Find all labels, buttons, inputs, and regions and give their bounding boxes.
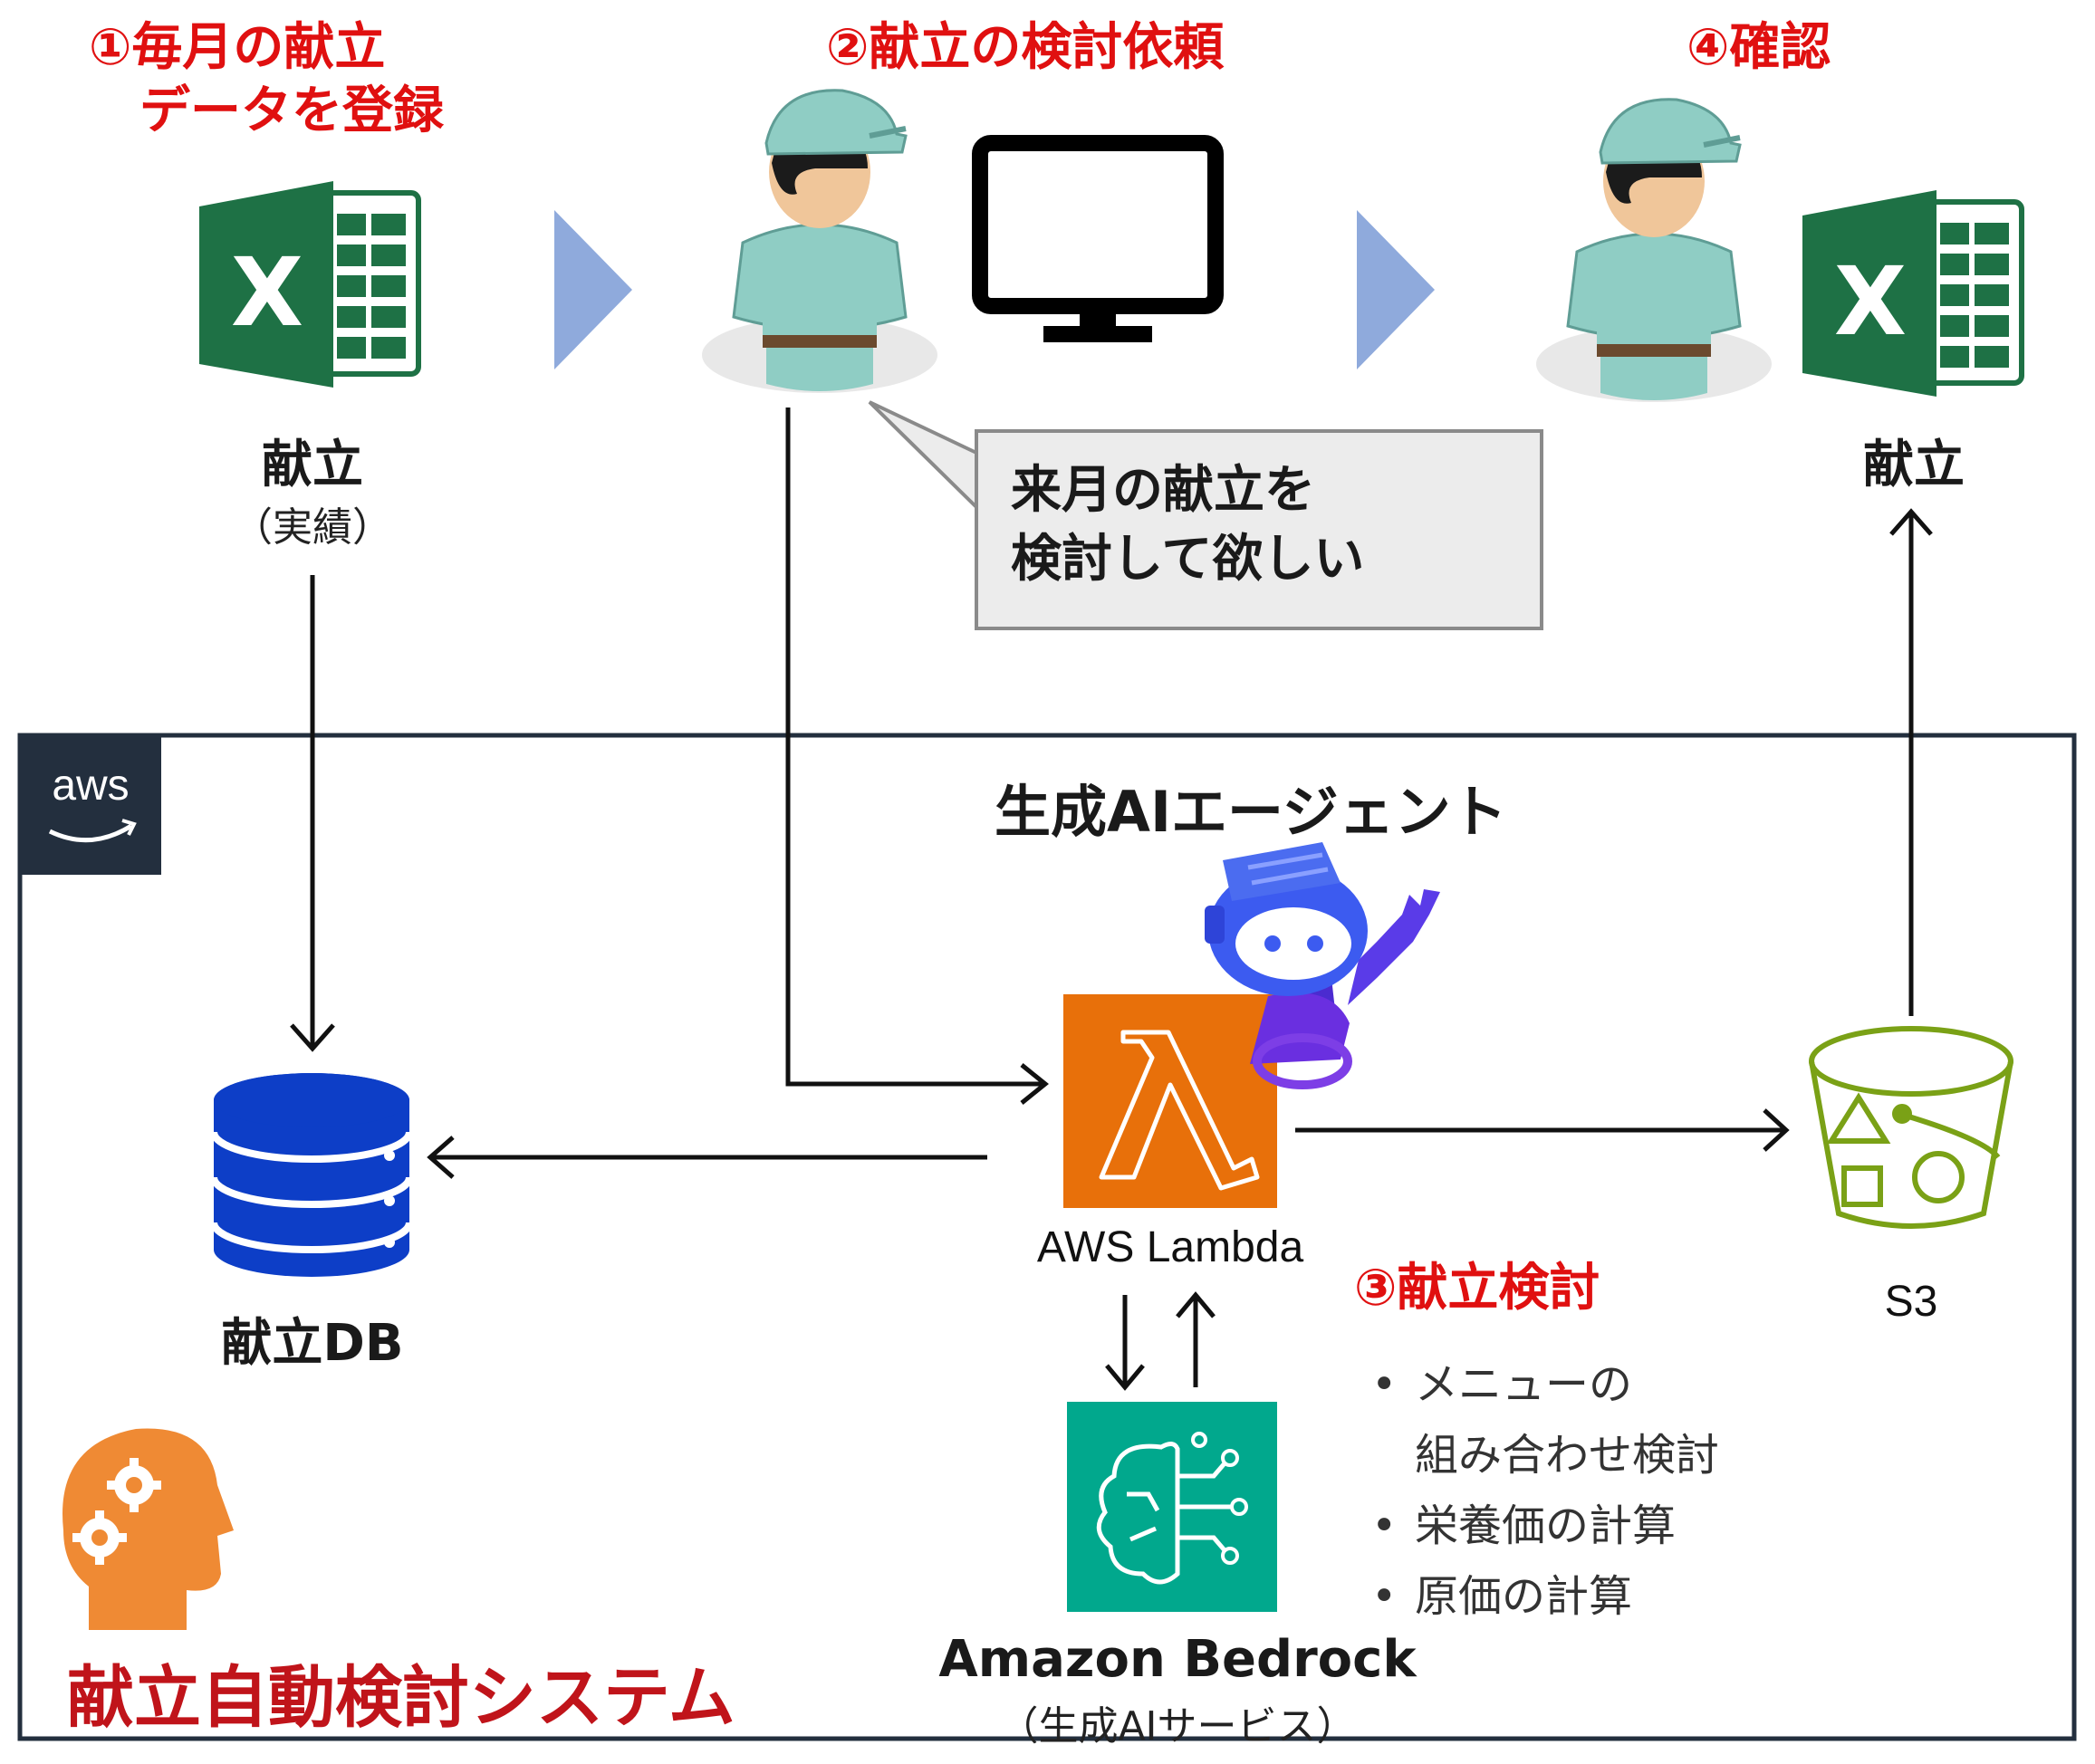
task-item-combination: メニューの 組み合わせ検討 bbox=[1366, 1349, 1719, 1491]
menu-left-label: 献立 bbox=[262, 436, 363, 494]
agent-title: 生成AIエージェント bbox=[995, 779, 1507, 845]
aws-logo-text: aws bbox=[52, 762, 130, 810]
menu-right-label: 献立 bbox=[1863, 436, 1965, 494]
robot-agent-icon bbox=[1205, 842, 1440, 1089]
aws-lambda-icon[interactable] bbox=[1063, 994, 1277, 1208]
step2-request-menu-review: ②献立の検討依頼 bbox=[826, 18, 1225, 77]
system-name: 献立自動検討システム bbox=[67, 1659, 735, 1737]
flow-chevron-1 bbox=[554, 210, 632, 369]
aws-logo-badge bbox=[20, 735, 161, 875]
task-item-nutrition: 栄養価の計算 bbox=[1366, 1491, 1719, 1561]
bedrock-label: Amazon Bedrock bbox=[938, 1630, 1417, 1689]
step3-menu-review: ③献立検討 bbox=[1354, 1259, 1600, 1318]
database-icon[interactable] bbox=[210, 1073, 413, 1277]
amazon-bedrock-icon[interactable] bbox=[1067, 1402, 1277, 1612]
excel-icon-left bbox=[199, 181, 421, 388]
step4-confirm: ④確認 bbox=[1687, 18, 1831, 77]
head-gears-icon bbox=[62, 1428, 234, 1630]
speech-bubble: 来月の献立を 検討して欲しい bbox=[975, 429, 1543, 630]
lambda-label: AWS Lambda bbox=[1036, 1223, 1304, 1271]
excel-icon-right bbox=[1802, 190, 2024, 397]
speech-bubble-tail bbox=[868, 400, 978, 512]
speech-bubble-text: 来月の献立を 検討して欲しい bbox=[1011, 461, 1365, 589]
db-label: 献立DB bbox=[221, 1314, 404, 1373]
s3-bucket-icon[interactable] bbox=[1809, 1026, 2013, 1229]
flow-arrows bbox=[290, 407, 1933, 1391]
aws-cloud-boundary bbox=[17, 733, 2077, 1741]
excel-letter-right: X bbox=[1833, 246, 1908, 357]
monitor-icon[interactable] bbox=[972, 135, 1224, 342]
menu-left-sublabel: （実績） bbox=[233, 504, 392, 551]
flow-chevron-2 bbox=[1357, 210, 1435, 369]
bedrock-sublabel: （生成AIサービス） bbox=[998, 1703, 1357, 1750]
worker-person-icon-center bbox=[702, 89, 937, 393]
excel-letter-left: X bbox=[230, 237, 304, 348]
task-item-cost: 原価の計算 bbox=[1366, 1561, 1719, 1632]
s3-label: S3 bbox=[1884, 1278, 1938, 1326]
worker-person-icon-right bbox=[1536, 98, 1772, 402]
aws-smile-icon bbox=[48, 823, 133, 843]
step1-register-menu-data: ①毎月の献立 データを登録 bbox=[89, 18, 444, 140]
menu-review-task-list: メニューの 組み合わせ検討 栄養価の計算 原価の計算 bbox=[1366, 1349, 1719, 1632]
